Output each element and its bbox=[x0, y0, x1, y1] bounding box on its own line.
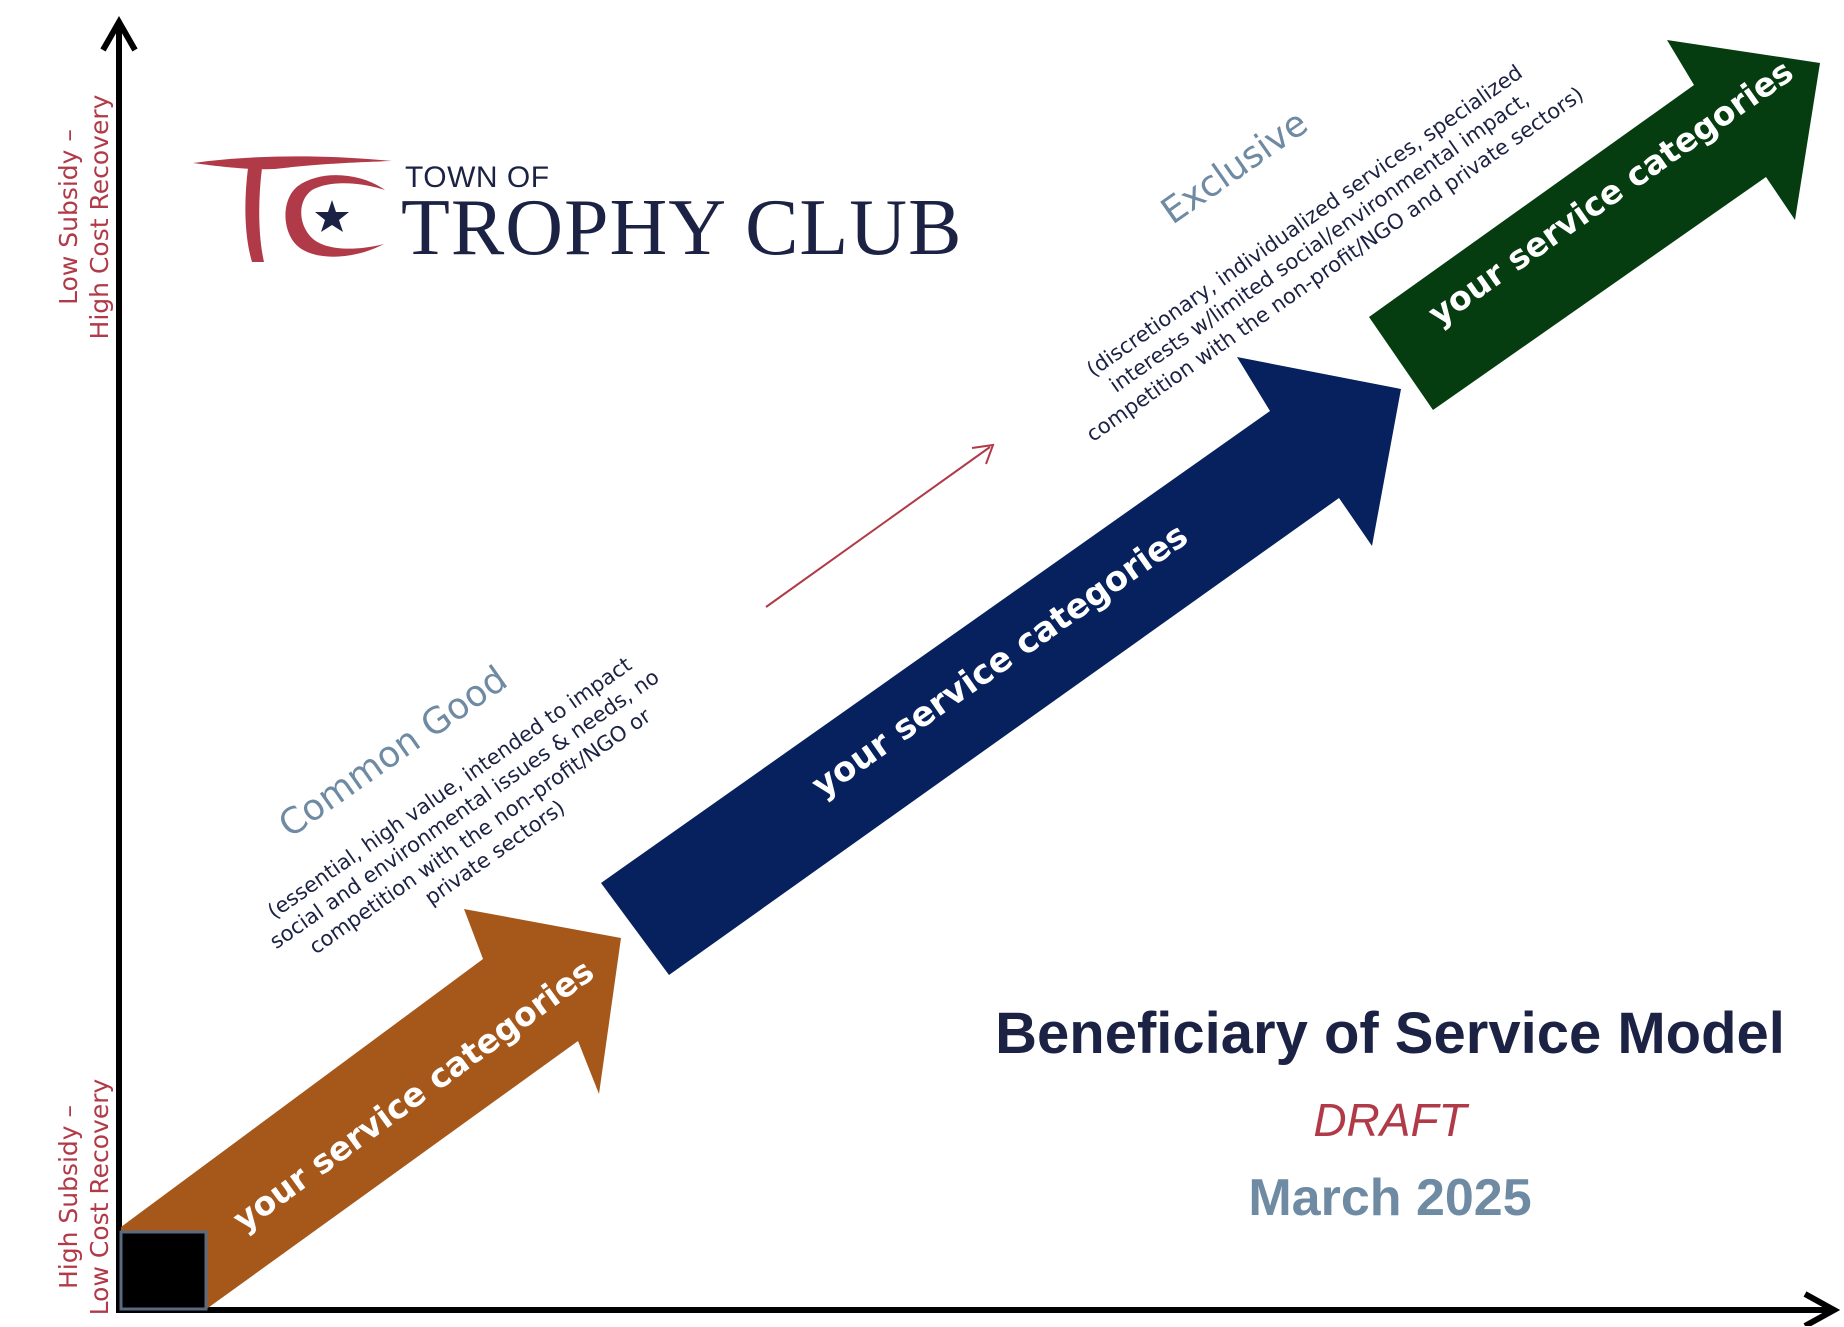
progression-arrowhead bbox=[971, 443, 995, 465]
arrow-navy bbox=[601, 357, 1401, 975]
y-axis-top-label-line2: High Cost Recovery bbox=[85, 94, 115, 340]
y-axis-top-label-line1: Low Subsidy – bbox=[54, 129, 83, 305]
document-date: March 2025 bbox=[1248, 1169, 1532, 1227]
progression-arrow bbox=[765, 446, 991, 608]
logo-town-of: TOWN OF bbox=[405, 161, 550, 194]
y-axis-top-label: Low Subsidy – High Cost Recovery bbox=[53, 87, 117, 347]
origin-square bbox=[121, 1232, 206, 1309]
y-axis-bottom-label-line2: Low Cost Recovery bbox=[85, 1078, 115, 1316]
y-axis-arrowhead bbox=[100, 15, 138, 52]
y-axis-bottom-label: High Subsidy – Low Cost Recovery bbox=[53, 1067, 117, 1327]
draft-status: DRAFT bbox=[1313, 1094, 1467, 1146]
arrow-orange bbox=[121, 909, 621, 1310]
y-axis-bottom-label-line1: High Subsidy – bbox=[54, 1104, 83, 1290]
origin-square-border bbox=[119, 1230, 208, 1311]
arrow-green bbox=[1369, 40, 1820, 410]
page-title: Beneficiary of Service Model bbox=[995, 1001, 1785, 1066]
x-axis-arrowhead bbox=[1803, 1291, 1841, 1326]
trophy-club-logo-mark bbox=[193, 156, 392, 262]
logo-trophy-club: TROPHY CLUB bbox=[401, 184, 963, 272]
